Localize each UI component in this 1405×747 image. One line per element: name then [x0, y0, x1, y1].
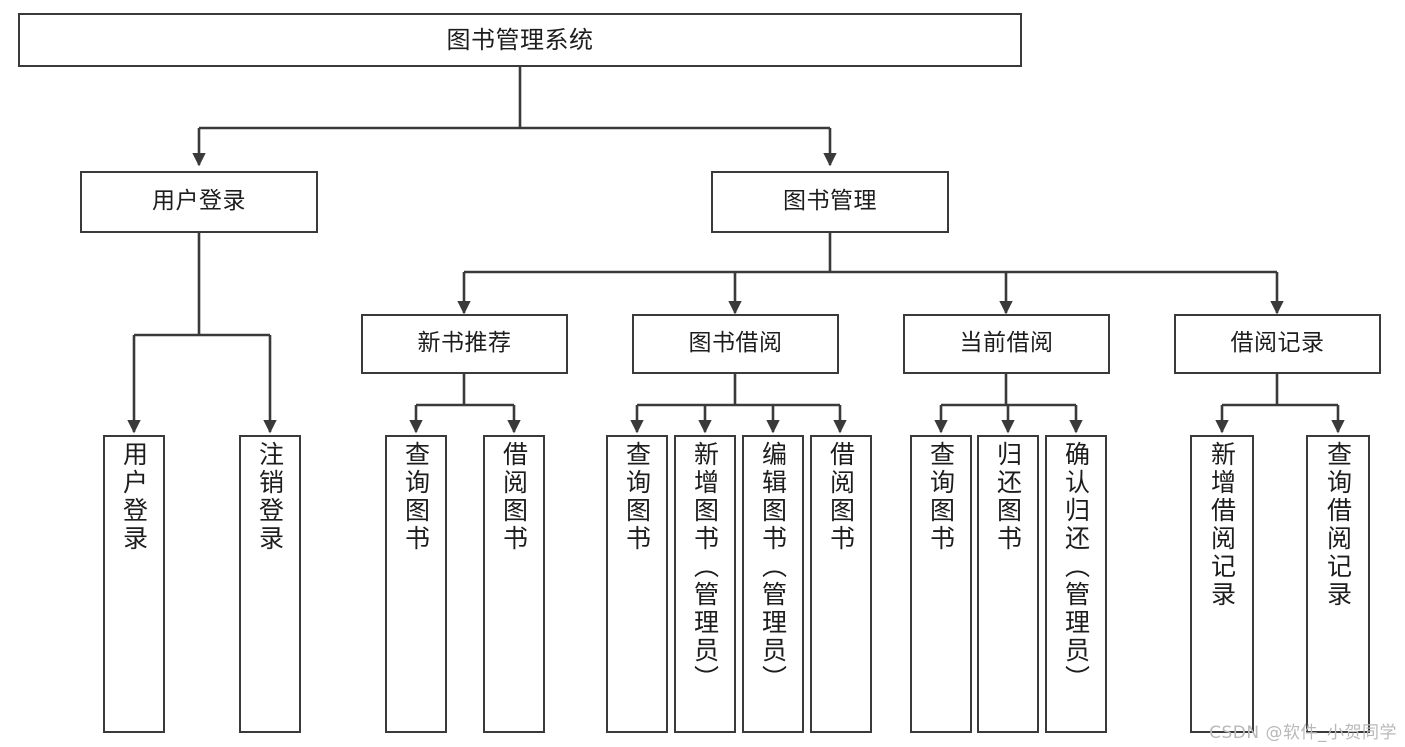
node-leaf-borrow-book-recommend[interactable]: 借阅图书 — [483, 435, 545, 733]
node-leaf-confirm-return[interactable]: 确认归还（管理员） — [1045, 435, 1107, 733]
node-label: 新书推荐 — [417, 330, 512, 357]
node-leaf-return-book[interactable]: 归还图书 — [977, 435, 1039, 733]
node-leaf-add-book[interactable]: 新增图书（管理员） — [674, 435, 736, 733]
node-label: 当前借阅 — [959, 330, 1054, 357]
node-label: 图书借阅 — [688, 330, 783, 357]
node-label: 图书管理 — [783, 188, 877, 215]
node-leaf-query-borrow-record[interactable]: 查询借阅记录 — [1306, 435, 1370, 733]
node-label: 借阅图书 — [826, 441, 856, 553]
node-leaf-borrow-book[interactable]: 借阅图书 — [810, 435, 872, 733]
node-new-book-recommend[interactable]: 新书推荐 — [361, 314, 568, 374]
node-label: 新增图书（管理员） — [690, 441, 720, 693]
node-leaf-query-book-borrow[interactable]: 查询图书 — [606, 435, 668, 733]
node-leaf-user-login[interactable]: 用户登录 — [103, 435, 165, 733]
node-leaf-edit-book[interactable]: 编辑图书（管理员） — [742, 435, 804, 733]
node-current-borrow[interactable]: 当前借阅 — [903, 314, 1110, 374]
node-borrow-record[interactable]: 借阅记录 — [1174, 314, 1381, 374]
node-leaf-query-book-recommend[interactable]: 查询图书 — [385, 435, 447, 733]
node-label: 查询借阅记录 — [1323, 441, 1353, 609]
node-label: 编辑图书（管理员） — [758, 441, 788, 693]
node-book-management[interactable]: 图书管理 — [711, 171, 949, 233]
node-label: 注销登录 — [255, 441, 285, 553]
node-label: 查询图书 — [622, 441, 652, 553]
node-label: 归还图书 — [993, 441, 1023, 553]
node-leaf-logout[interactable]: 注销登录 — [239, 435, 301, 733]
node-book-borrow[interactable]: 图书借阅 — [632, 314, 839, 374]
node-leaf-add-borrow-record[interactable]: 新增借阅记录 — [1190, 435, 1254, 733]
csdn-watermark: CSDN @软件_小贺同学 — [1209, 723, 1397, 743]
node-label: 借阅记录 — [1230, 330, 1325, 357]
node-label: 查询图书 — [926, 441, 956, 553]
node-label: 图书管理系统 — [446, 25, 594, 54]
node-label: 确认归还（管理员） — [1061, 441, 1091, 693]
node-label: 用户登录 — [119, 441, 149, 553]
node-label: 用户登录 — [152, 188, 246, 215]
node-label: 新增借阅记录 — [1207, 441, 1237, 609]
node-user-login[interactable]: 用户登录 — [80, 171, 318, 233]
node-label: 查询图书 — [401, 441, 431, 553]
node-leaf-query-book-current[interactable]: 查询图书 — [910, 435, 972, 733]
node-root-book-management-system[interactable]: 图书管理系统 — [18, 13, 1022, 67]
node-label: 借阅图书 — [499, 441, 529, 553]
